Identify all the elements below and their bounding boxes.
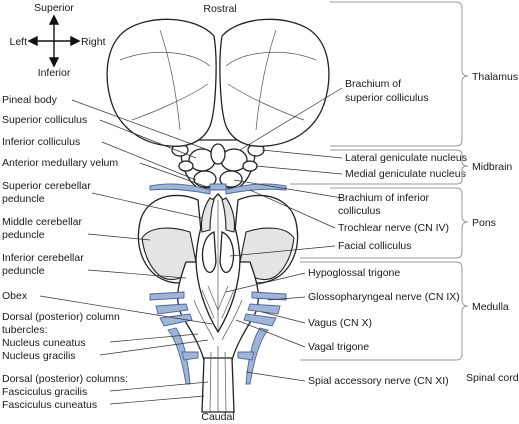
label-brachium-inferior-2: colliculus xyxy=(338,205,381,217)
label-middle-cerebellar-peduncle-2: peduncle xyxy=(2,229,45,241)
right-labels: Brachium of superior colliculus Lateral … xyxy=(308,78,467,387)
pons-bracket xyxy=(300,187,469,259)
label-column-tubercles-2: tubercles: xyxy=(2,324,48,336)
label-brachium-superior-2: superior colliculus xyxy=(345,92,428,104)
label-glossopharyngeal-nerve: Glossopharyngeal nerve (CN IX) xyxy=(308,291,460,303)
orientation-compass: Superior Inferior Left Right xyxy=(9,2,105,79)
region-midbrain: Midbrain xyxy=(472,161,512,173)
right-superior-peduncle xyxy=(221,197,236,233)
left-medial-geniculate xyxy=(178,160,194,172)
label-vagus: Vagus (CN X) xyxy=(308,317,372,329)
label-superior-colliculus: Superior colliculus xyxy=(2,114,87,126)
label-nucleus-cuneatus: Nucleus cuneatus xyxy=(2,337,85,349)
label-lateral-geniculate: Lateral geniculate nucleus xyxy=(345,152,467,164)
rostral-label: Rostral xyxy=(203,3,236,15)
label-anterior-medullary-velum: Anterior medullary velum xyxy=(2,157,118,169)
label-medial-geniculate: Medial geniculate nucleus xyxy=(345,168,466,180)
left-superior-peduncle xyxy=(200,197,215,233)
left-facial-colliculus xyxy=(201,231,217,273)
right-facial-colliculus xyxy=(219,231,235,273)
label-superior-cerebellar-peduncle-2: peduncle xyxy=(2,193,45,205)
label-dorsal-columns: Dorsal (posterior) columns: xyxy=(2,373,128,385)
label-brachium-inferior-1: Brachium of inferior xyxy=(338,192,430,204)
label-inferior-cerebellar-peduncle-1: Inferior cerebellar xyxy=(2,252,84,264)
label-trochlear-nerve: Trochlear nerve (CN IV) xyxy=(338,222,449,234)
compass-inferior: Inferior xyxy=(38,67,71,79)
pineal-body xyxy=(210,143,226,165)
region-pons: Pons xyxy=(472,217,496,229)
leader-lines xyxy=(39,87,343,405)
label-spinal-accessory: Spial accessory nerve (CN XI) xyxy=(308,375,449,387)
label-hypoglossal-trigone: Hypoglossal trigone xyxy=(308,267,400,279)
right-medial-geniculate xyxy=(242,160,258,172)
label-column-tubercles-1: Dorsal (posterior) column xyxy=(2,311,120,323)
region-spinal-cord: Spinal cord xyxy=(466,372,519,384)
compass-left: Left xyxy=(9,36,27,48)
compass-right: Right xyxy=(81,36,106,48)
right-thalamus xyxy=(219,18,330,147)
region-brackets: Thalamus Midbrain Pons Medulla Spinal co… xyxy=(290,1,519,384)
brainstem-drawing xyxy=(106,18,330,413)
label-superior-cerebellar-peduncle-1: Superior cerebellar xyxy=(2,180,91,192)
label-inferior-colliculus: Inferior colliculus xyxy=(2,136,80,148)
label-fasciculus-gracilis: Fasciculus gracilis xyxy=(2,386,87,398)
label-pineal-body: Pineal body xyxy=(2,94,58,106)
medulla-bracket xyxy=(300,261,469,361)
label-facial-colliculus: Facial colliculus xyxy=(338,240,412,252)
left-thalamus xyxy=(106,18,217,147)
label-inferior-cerebellar-peduncle-2: peduncle xyxy=(2,265,45,277)
thalamus-bracket xyxy=(330,1,469,147)
caudal-label: Caudal xyxy=(201,411,234,423)
label-nucleus-gracilis: Nucleus gracilis xyxy=(2,350,76,362)
midbrain-bracket xyxy=(290,149,469,185)
compass-superior: Superior xyxy=(34,2,74,14)
label-brachium-superior-1: Brachium of xyxy=(345,78,401,90)
left-labels: Pineal body Superior colliculus Inferior… xyxy=(2,94,128,411)
label-fasciculus-cuneatus: Fasciculus cuneatus xyxy=(2,399,97,411)
label-middle-cerebellar-peduncle-1: Middle cerebellar xyxy=(2,216,82,228)
label-obex: Obex xyxy=(2,290,28,302)
right-inferior-colliculus xyxy=(219,170,243,188)
compass-arrows-icon xyxy=(27,14,81,68)
label-vagal-trigone: Vagal trigone xyxy=(308,341,369,353)
region-medulla: Medulla xyxy=(472,301,509,313)
region-thalamus: Thalamus xyxy=(472,71,518,83)
